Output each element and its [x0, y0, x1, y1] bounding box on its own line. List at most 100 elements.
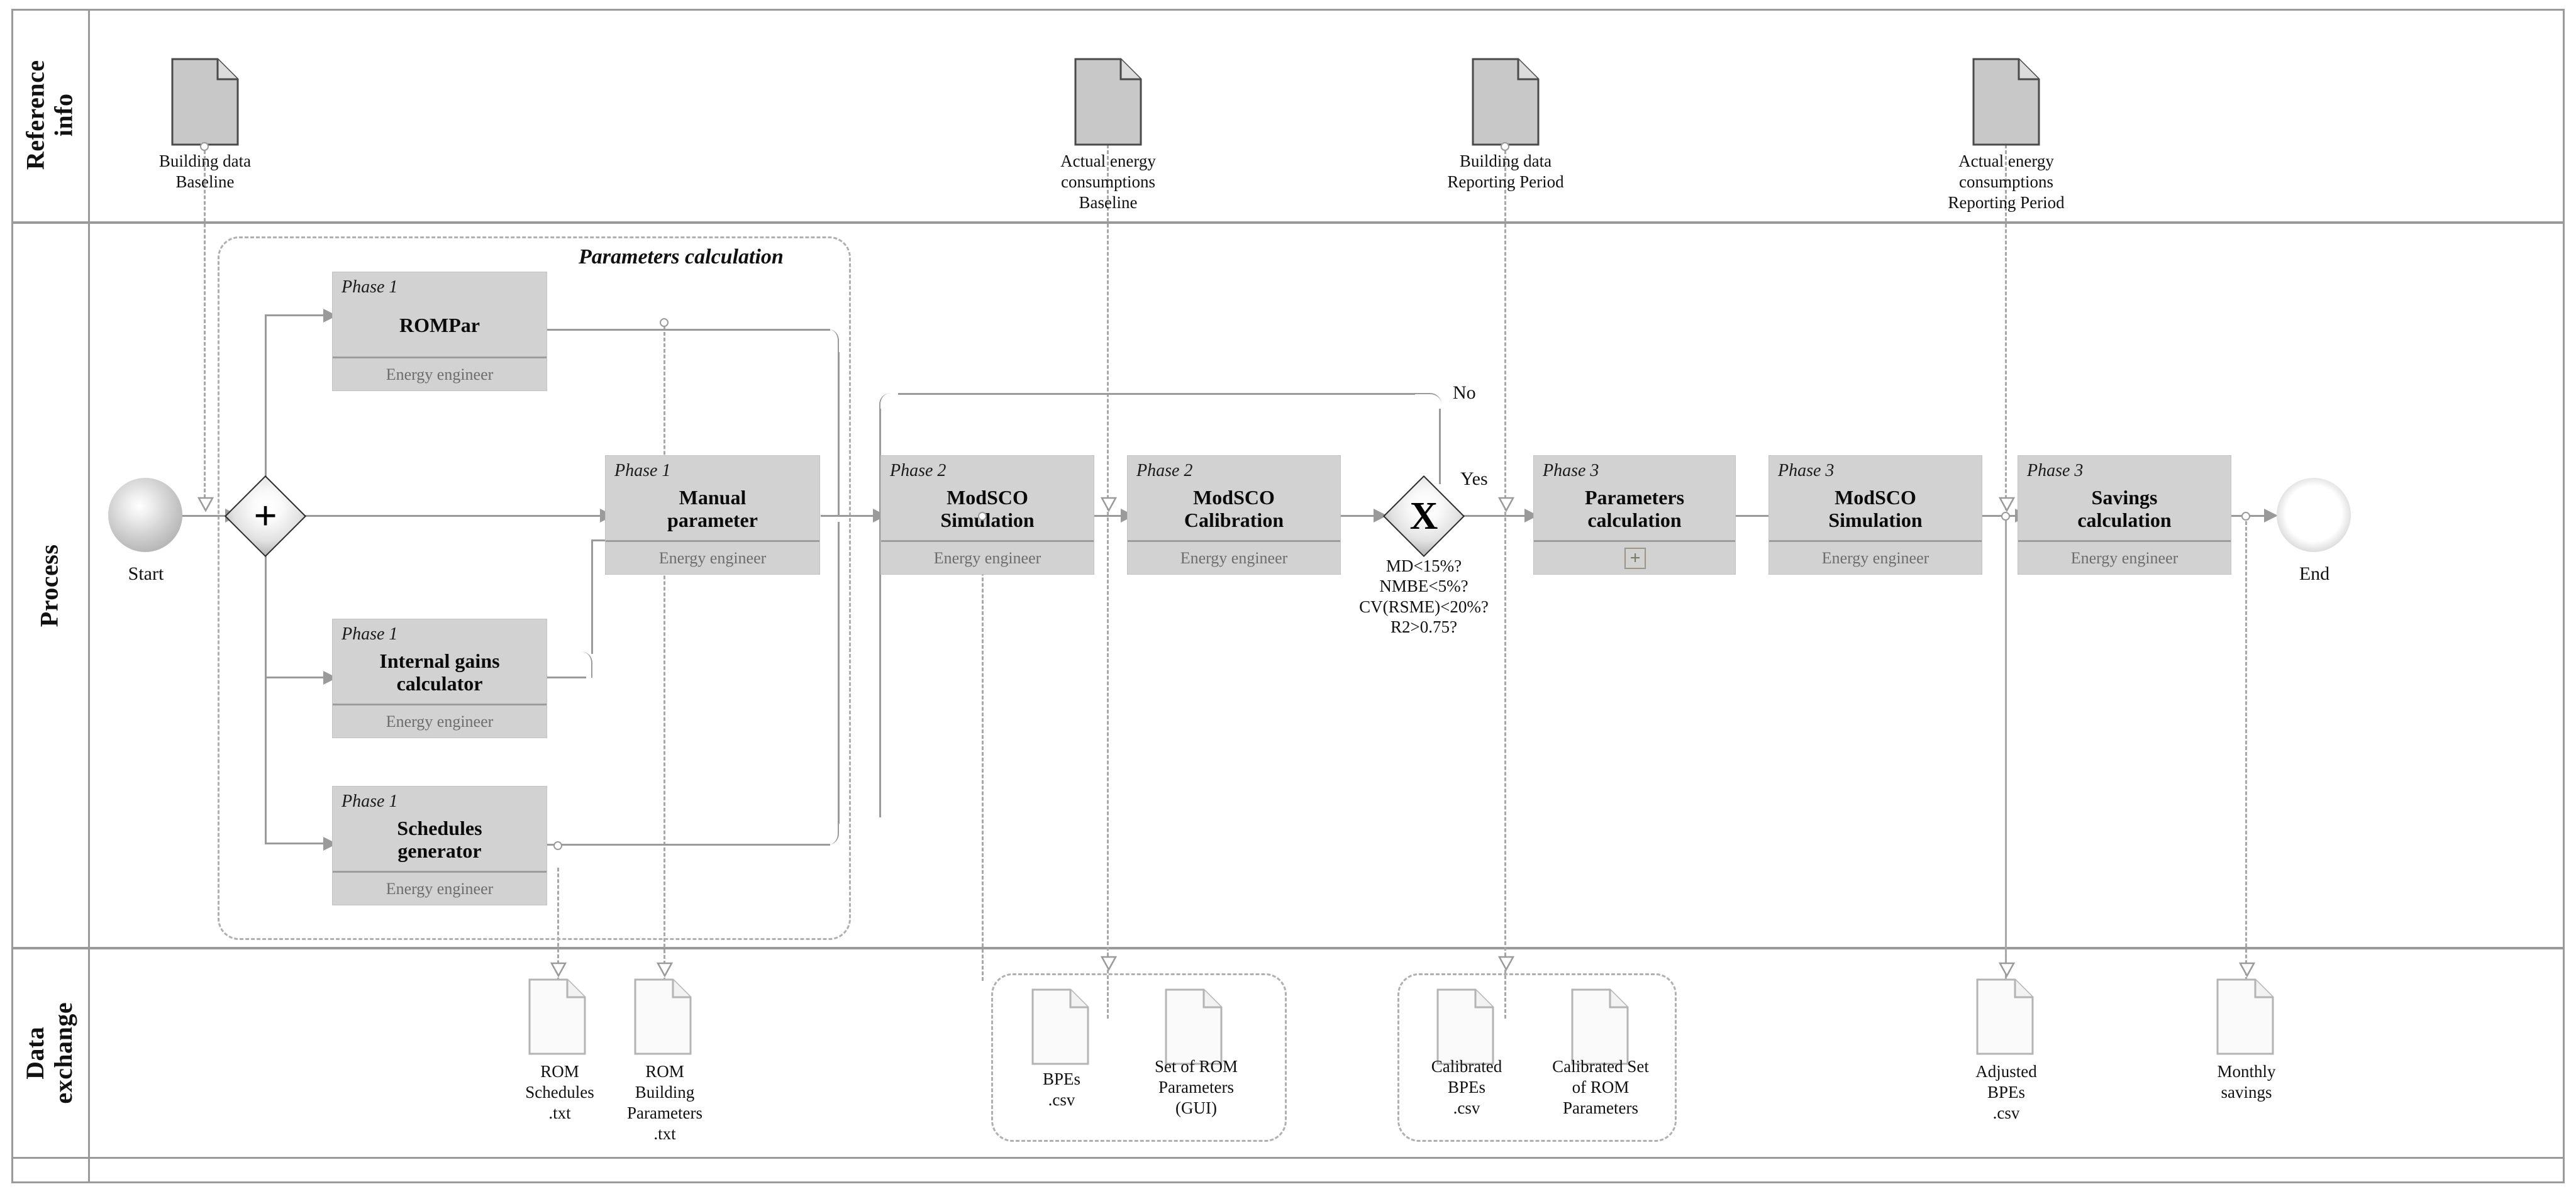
- flow-gateway-to-params-calc: [1458, 515, 1533, 517]
- doc-label-set-of-rom-parameters: Set of ROM Parameters (GUI): [1154, 1057, 1238, 1117]
- flow-manual-to-modsco-sim: [821, 515, 877, 517]
- assoc-arrow-rom-schedules: [550, 962, 567, 978]
- task-modsco-calibration[interactable]: Phase 2 ModSCO Calibration Energy engine…: [1127, 455, 1341, 575]
- flow-internal-gains-riser: [591, 541, 593, 654]
- doc-label-monthly-savings: Monthly savings: [2217, 1062, 2276, 1102]
- doc-calibrated-bpes: [1436, 988, 1494, 1068]
- task-manual-parameter-separator: [606, 540, 819, 542]
- task-savings-calculation[interactable]: Phase 3 Savings calculation Energy engin…: [2018, 455, 2231, 575]
- flow-calibration-to-gateway: [1341, 515, 1379, 517]
- doc-label-adjusted-bpes: Adjusted BPEs .csv: [1975, 1062, 2037, 1122]
- flow-sim2-to-savings: [1981, 515, 2019, 517]
- task-internal-gains-title: Internal gains calculator: [379, 650, 500, 695]
- parallel-gateway[interactable]: +: [224, 475, 307, 558]
- flow-schedules-out: [547, 844, 830, 846]
- flow-gateway-to-internal-gains: [265, 677, 328, 678]
- assoc-arrow-savings-input: [1998, 497, 2016, 512]
- subprocess-expand-icon[interactable]: +: [1624, 548, 1646, 569]
- exclusive-gateway[interactable]: X: [1382, 475, 1465, 558]
- task-manual-parameter-role: Energy engineer: [658, 549, 767, 567]
- task-parameters-calculation[interactable]: Phase 3 Parameters calculation +: [1533, 455, 1736, 575]
- task-modsco-simulation-phase3[interactable]: Phase 3 ModSCO Simulation Energy enginee…: [1768, 455, 1982, 575]
- association-actual-energy-baseline: [1107, 145, 1109, 1019]
- association-building-data-reporting: [1504, 145, 1506, 1019]
- association-rom-schedules: [557, 868, 559, 987]
- exclusive-gateway-conditions: MD<15%? NMBE<5%? CV(RSME)<20%? R2>0.75?: [1359, 556, 1489, 637]
- task-modsco-sim2-title: ModSCO Simulation: [1828, 486, 1923, 532]
- task-modsco-sim1-separator: [881, 540, 1094, 542]
- task-parameters-calculation-phase: Phase 3: [1543, 461, 1599, 480]
- plus-icon: +: [253, 493, 277, 539]
- doc-calibrated-set-of-rom-parameters: [1571, 988, 1629, 1068]
- flow-label-yes: Yes: [1460, 468, 1488, 489]
- doc-label-calibrated-bpes: Calibrated BPEs .csv: [1431, 1057, 1502, 1117]
- association-adjusted-bpes: [2005, 516, 2007, 981]
- task-schedules-generator-phase: Phase 1: [341, 792, 398, 811]
- lane-header-reference-info: Reference info: [11, 9, 88, 221]
- task-rompar-title: ROMPar: [399, 314, 480, 336]
- task-rompar-separator: [333, 357, 547, 358]
- flow-no-corner-right: [1414, 393, 1441, 421]
- flow-internal-gains-corner: [565, 651, 592, 678]
- flow-rompar-corner: [811, 329, 839, 355]
- group-parameters-calculation: [218, 236, 851, 940]
- doc-rom-schedules: [528, 978, 586, 1058]
- lane-header-data-exchange: Data exchange: [11, 949, 88, 1157]
- task-internal-gains-separator: [333, 704, 547, 705]
- flow-no-horizontal: [898, 393, 1415, 395]
- association-building-data-baseline: [204, 145, 206, 509]
- task-internal-gains-calculator[interactable]: Phase 1 Internal gains calculator Energy…: [332, 619, 547, 738]
- flow-start-to-gateway: [167, 515, 230, 517]
- doc-label-building-data-reporting-period: Building data Reporting Period: [1447, 152, 1564, 191]
- lane-separator-1: [11, 221, 2565, 224]
- x-icon: X: [1409, 495, 1438, 538]
- task-modsco-calibration-role: Energy engineer: [1180, 549, 1288, 567]
- assoc-origin-monthly-savings: [2241, 512, 2250, 521]
- lane-label-data-exchange: Data exchange: [21, 1002, 78, 1104]
- flow-label-no: No: [1453, 382, 1476, 403]
- assoc-arrow-adjusted-bpes: [1998, 962, 2016, 978]
- doc-label-calibrated-set-of-rom-parameters: Calibrated Set of ROM Parameters: [1552, 1057, 1649, 1117]
- assoc-arrow-calibration-input: [1100, 497, 1118, 512]
- association-monthly-savings: [2245, 516, 2247, 981]
- task-modsco-sim2-phase: Phase 3: [1778, 461, 1835, 480]
- flow-gateway-to-schedules: [265, 843, 328, 844]
- doc-adjusted-bpes: [1976, 978, 2034, 1058]
- task-modsco-calibration-phase: Phase 2: [1136, 461, 1193, 480]
- doc-label-rom-building-parameters: ROM Building Parameters .txt: [627, 1062, 702, 1143]
- flow-gateway-to-rompar: [265, 314, 328, 316]
- doc-label-rom-schedules: ROM Schedules .txt: [525, 1062, 594, 1122]
- assoc-arrow-rom-building-parameters: [656, 962, 674, 978]
- flow-arrow-internal-gains: [323, 671, 337, 685]
- doc-rom-building-parameters: [634, 978, 692, 1058]
- task-modsco-calibration-separator: [1128, 540, 1340, 542]
- task-schedules-generator[interactable]: Phase 1 Schedules generator Energy engin…: [332, 786, 547, 905]
- doc-label-building-data-baseline: Building data Baseline: [158, 152, 252, 191]
- assoc-origin-rom-schedules: [553, 841, 562, 850]
- task-rompar[interactable]: Phase 1 ROMPar Energy engineer: [332, 272, 547, 391]
- task-manual-parameter-title: Manual parameter: [667, 486, 758, 532]
- group-label-parameters-calculation: Parameters calculation: [579, 245, 784, 268]
- flow-params-to-sim2: [1736, 515, 1774, 517]
- doc-label-actual-energy-reporting-period: Actual energy consumptions Reporting Per…: [1948, 152, 2065, 212]
- assoc-origin-building-data-baseline: [200, 142, 209, 151]
- flow-no-corner-left: [879, 393, 907, 421]
- task-modsco-simulation-phase2[interactable]: Phase 2 ModSCO Simulation Energy enginee…: [880, 455, 1094, 575]
- flow-no-riser: [1439, 409, 1441, 484]
- lane-separator-2: [11, 947, 2565, 949]
- task-manual-parameter[interactable]: Phase 1 Manual parameter Energy engineer: [605, 455, 820, 575]
- end-event[interactable]: [2277, 478, 2351, 552]
- task-modsco-sim2-role: Energy engineer: [1821, 549, 1929, 567]
- task-internal-gains-phase: Phase 1: [341, 624, 398, 644]
- data-group-simulation-outputs: [991, 973, 1287, 1142]
- task-schedules-generator-role: Energy engineer: [386, 880, 494, 898]
- flow-arrow-end: [2264, 509, 2278, 522]
- task-rompar-phase: Phase 1: [341, 277, 398, 297]
- task-savings-calculation-role: Energy engineer: [2070, 549, 2179, 567]
- start-event[interactable]: [108, 478, 182, 552]
- assoc-origin-adjusted-bpes: [2001, 512, 2010, 521]
- lane-label-reference-info: Reference info: [21, 60, 78, 170]
- lane-label-process: Process: [35, 544, 64, 627]
- flow-no-drop: [879, 409, 881, 817]
- doc-monthly-savings: [2216, 978, 2274, 1058]
